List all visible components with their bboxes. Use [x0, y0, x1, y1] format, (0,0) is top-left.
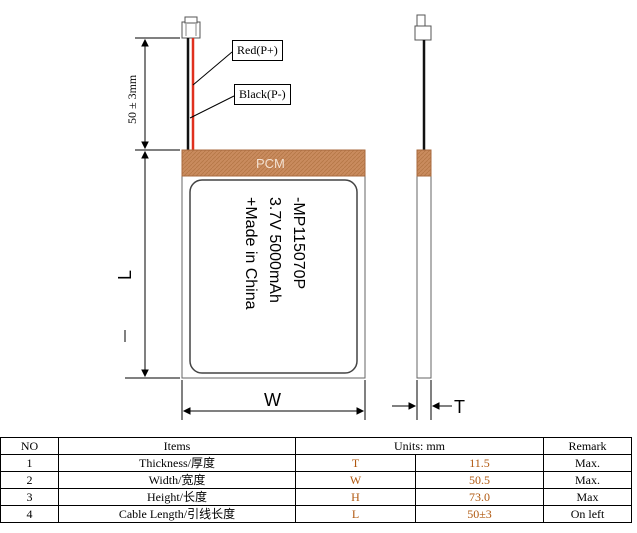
- pcm-label: PCM: [256, 156, 285, 171]
- row-no: 3: [0, 488, 59, 506]
- table-row: 3 Height/长度 H 73.0 Max: [0, 488, 633, 506]
- header-units: Units: mm: [294, 437, 545, 455]
- battery-front: [181, 149, 366, 379]
- table-row: 2 Width/宽度 W 50.5 Max.: [0, 471, 633, 489]
- battery-rating: 3.7V 5000mAh: [266, 197, 283, 303]
- table-row: 4 Cable Length/引线长度 L 50±3 On left: [0, 505, 633, 523]
- cable-length-label: 50 ± 3mm: [125, 74, 139, 124]
- row-item: Thickness/厚度: [58, 454, 296, 472]
- row-item: Height/长度: [58, 488, 296, 506]
- cable-length-dimension: [135, 37, 180, 151]
- width-label: W: [264, 390, 281, 410]
- row-remark: Max: [543, 488, 633, 506]
- row-value: 50.5: [414, 471, 545, 489]
- row-no: 4: [0, 505, 59, 523]
- row-remark: On left: [543, 505, 633, 523]
- row-remark: Max.: [543, 454, 633, 472]
- length-label: L: [115, 270, 135, 280]
- row-remark: Max.: [543, 471, 633, 489]
- row-no: 2: [0, 471, 59, 489]
- row-value: 73.0: [414, 488, 545, 506]
- black-wire-callout: Black(P-): [234, 84, 291, 105]
- red-wire-callout: Red(P+): [232, 40, 283, 61]
- row-value: 50±3: [414, 505, 545, 523]
- row-symbol: L: [295, 505, 416, 523]
- table-row: 1 Thickness/厚度 T 11.5 Max.: [0, 454, 633, 472]
- battery-model: -MP115070P: [290, 197, 307, 289]
- row-symbol: T: [295, 454, 416, 472]
- row-item: Cable Length/引线长度: [58, 505, 296, 523]
- width-dimension: [181, 380, 366, 420]
- battery-origin: +Made in China: [242, 197, 259, 310]
- header-items: Items: [58, 437, 296, 455]
- row-no: 1: [0, 454, 59, 472]
- row-symbol: W: [295, 471, 416, 489]
- thickness-label: T: [454, 397, 465, 417]
- thickness-dimension: [392, 380, 452, 420]
- row-item: Width/宽度: [58, 471, 296, 489]
- spec-table: NO Items Units: mm Remark 1 Thickness/厚度…: [0, 437, 633, 523]
- length-dimension: [124, 150, 180, 379]
- red-wire-label: Red(P+): [237, 43, 278, 57]
- battery-side: [416, 149, 432, 379]
- battery-print: -MP115070P 3.7V 5000mAh +Made in China: [242, 197, 307, 310]
- header-no: NO: [0, 437, 59, 455]
- connector-front: [181, 16, 201, 39]
- header-remark: Remark: [543, 437, 633, 455]
- table-header-row: NO Items Units: mm Remark: [0, 437, 633, 455]
- black-wire-label: Black(P-): [239, 87, 286, 101]
- row-symbol: H: [295, 488, 416, 506]
- pcm-board: [181, 149, 366, 177]
- connector-side: [414, 14, 432, 41]
- battery-diagram: 50 ± 3mm L W T PCM -MP115070P 3.7V 5000m…: [115, 14, 465, 420]
- row-value: 11.5: [414, 454, 545, 472]
